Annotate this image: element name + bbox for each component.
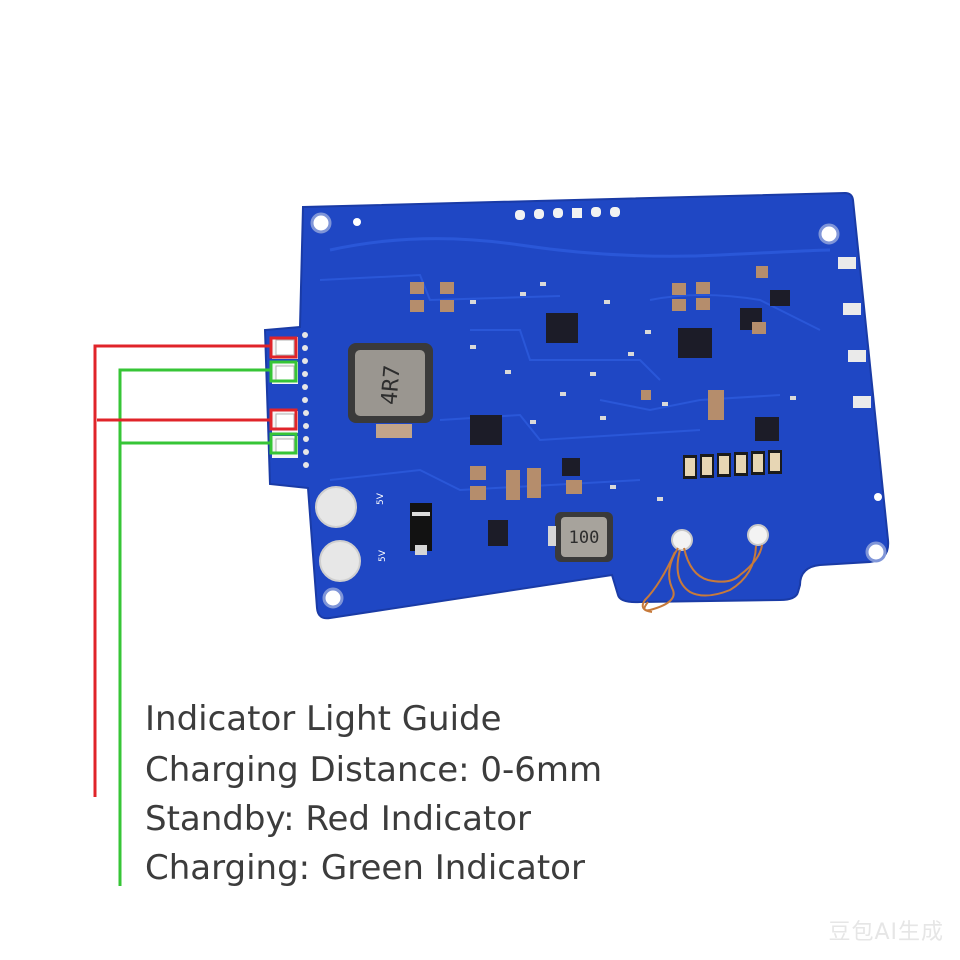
- power-pad-bottom: 5V: [319, 540, 388, 582]
- inductor-small: 100: [548, 512, 613, 562]
- inductor-large: 4R7: [348, 343, 433, 438]
- svg-text:100: 100: [569, 528, 600, 548]
- watermark: 豆包AI生成: [828, 920, 944, 945]
- guide-lines: [93, 344, 271, 886]
- power-pad-top: 5V: [315, 486, 386, 528]
- coil-wires: [641, 544, 763, 613]
- caption-distance: Charging Distance: 0-6mm: [145, 750, 603, 790]
- svg-text:5V: 5V: [376, 492, 386, 505]
- pcb-board: 4R7 100: [263, 191, 890, 620]
- svg-text:5V: 5V: [378, 549, 388, 562]
- caption-standby: Standby: Red Indicator: [145, 799, 532, 839]
- caption-title: Indicator Light Guide: [145, 699, 502, 739]
- caption-charging: Charging: Green Indicator: [145, 848, 585, 888]
- svg-text:4R7: 4R7: [377, 364, 405, 406]
